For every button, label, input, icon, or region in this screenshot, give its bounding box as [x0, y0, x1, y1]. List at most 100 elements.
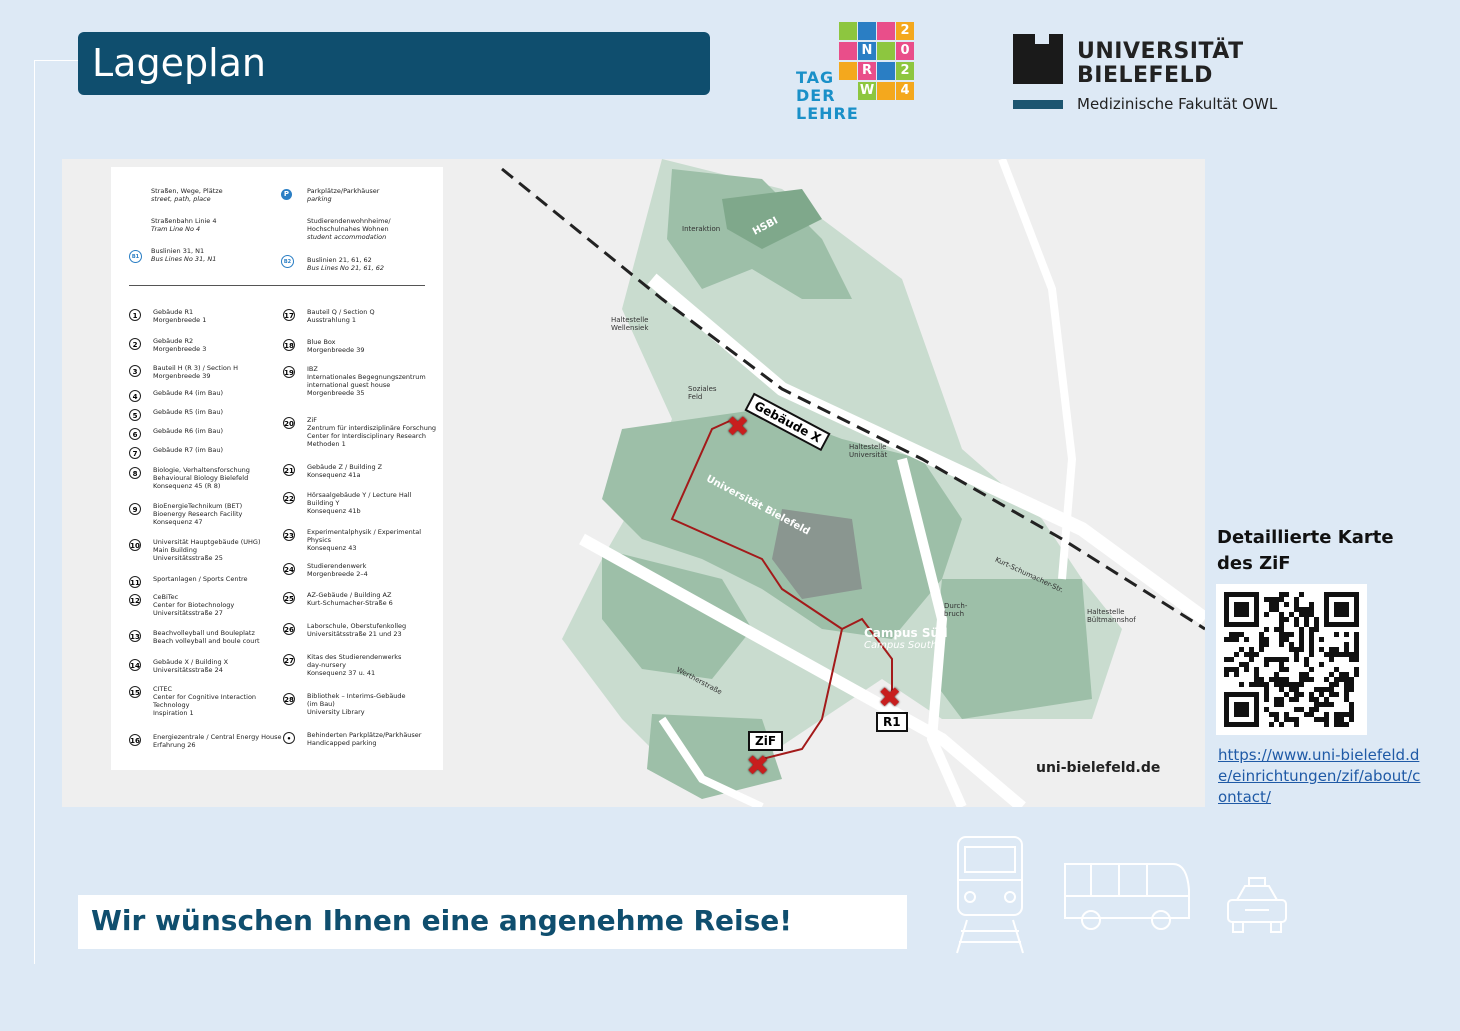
tag-der-lehre-logo: 2 N 0 R 2 W 4 TAG DER LEHRE	[796, 22, 926, 123]
legend-number: 21	[283, 464, 295, 476]
greeting-text: Wir wünschen Ihnen eine angenehme Reise!	[91, 904, 793, 937]
legend-number: 28	[283, 693, 295, 705]
stop-wellensiek: Haltestelle Wellensiek	[611, 316, 649, 332]
legend-number: 9	[129, 503, 141, 515]
bus-b1-icon: B1	[129, 250, 142, 263]
legend-number: 2	[129, 338, 141, 350]
legend-entry: Bibliothek – Interims-Gebäude(im Bau)Uni…	[307, 692, 406, 716]
r1-label: R1	[876, 712, 908, 732]
legend-number: 8	[129, 467, 141, 479]
legend-entry: Universität Hauptgebäude (UHG)Main Build…	[153, 538, 261, 562]
legend-number: 18	[283, 339, 295, 351]
zif-map-title: Detaillierte Karte des ZiF	[1217, 527, 1394, 574]
zif-contact-link[interactable]: https://www.uni-bielefeld.de/einrichtung…	[1218, 746, 1421, 806]
legend-housing: Studierendenwohnheime/ Hochschulnahes Wo…	[307, 217, 391, 241]
legend-number: 23	[283, 529, 295, 541]
zif-marker-icon: ✖	[746, 749, 770, 782]
zif-label: ZiF	[748, 731, 784, 751]
legend-number: 27	[283, 654, 295, 666]
stop-bueltmannshof: Haltestelle Bültmannshof	[1087, 608, 1136, 624]
taxi-icon	[1227, 877, 1287, 933]
legend-number: 25	[283, 592, 295, 604]
legend-entry: Sportanlagen / Sports Centre	[153, 575, 248, 583]
bus-b2-icon: B2	[281, 255, 294, 268]
legend-number: 6	[129, 428, 141, 440]
website-label: uni-bielefeld.de	[1036, 760, 1161, 776]
legend-number: 12	[129, 594, 141, 606]
qr-code-icon[interactable]	[1216, 584, 1367, 735]
legend-number: 11	[129, 576, 141, 588]
university-name: UNIVERSITÄT BIELEFELD	[1077, 39, 1244, 88]
legend-number: 3	[129, 365, 141, 377]
legend-number: 22	[283, 492, 295, 504]
campus-sued-label: Campus Süd	[864, 626, 948, 640]
parking-icon: P	[281, 189, 292, 200]
legend-number: 24	[283, 563, 295, 575]
legend-number: 7	[129, 447, 141, 459]
legend-entry: Gebäude R7 (im Bau)	[153, 446, 224, 454]
university-logo-icon	[1013, 34, 1063, 84]
page-title: Lageplan	[78, 32, 710, 95]
legend-number: 15	[129, 686, 141, 698]
greeting-box: Wir wünschen Ihnen eine angenehme Reise!	[78, 895, 907, 949]
legend-divider	[129, 285, 425, 286]
durchbruch-label: Durch-bruch	[944, 602, 968, 618]
bus-icon	[1064, 863, 1190, 930]
legend-number: 17	[283, 309, 295, 321]
interaktion-label: Interaktion	[682, 225, 721, 233]
legend-number: 14	[129, 659, 141, 671]
legend-entry: BioEnergieTechnikum (BET)Bioenergy Resea…	[153, 502, 243, 526]
stop-universitaet: Haltestelle Universität	[849, 443, 888, 459]
legend-entry: Gebäude R6 (im Bau)	[153, 427, 224, 435]
legend-number: •	[283, 732, 295, 744]
frame-line	[34, 60, 84, 61]
legend-entry: Gebäude R4 (im Bau)	[153, 389, 224, 397]
campus-south-label: Campus South	[864, 640, 937, 651]
legend-number: 5	[129, 409, 141, 421]
legend-entry: Gebäude R5 (im Bau)	[153, 408, 224, 416]
legend-number: 10	[129, 539, 141, 551]
legend-number: 16	[129, 734, 141, 746]
gebaeude-x-marker-icon: ✖	[726, 410, 750, 443]
faculty-name: Medizinische Fakultät OWL	[1077, 95, 1278, 113]
r1-marker-icon: ✖	[878, 681, 902, 714]
legend-number: 20	[283, 417, 295, 429]
legend-number: 26	[283, 623, 295, 635]
soziales-feld-label: Soziales Feld	[688, 385, 717, 401]
legend-number: 1	[129, 309, 141, 321]
university-logo-bar	[1013, 100, 1063, 109]
train-icon	[956, 836, 1024, 954]
legend-number: 4	[129, 390, 141, 402]
frame-line-vertical	[34, 60, 35, 964]
legend-number: 13	[129, 630, 141, 642]
legend-number: 19	[283, 366, 295, 378]
